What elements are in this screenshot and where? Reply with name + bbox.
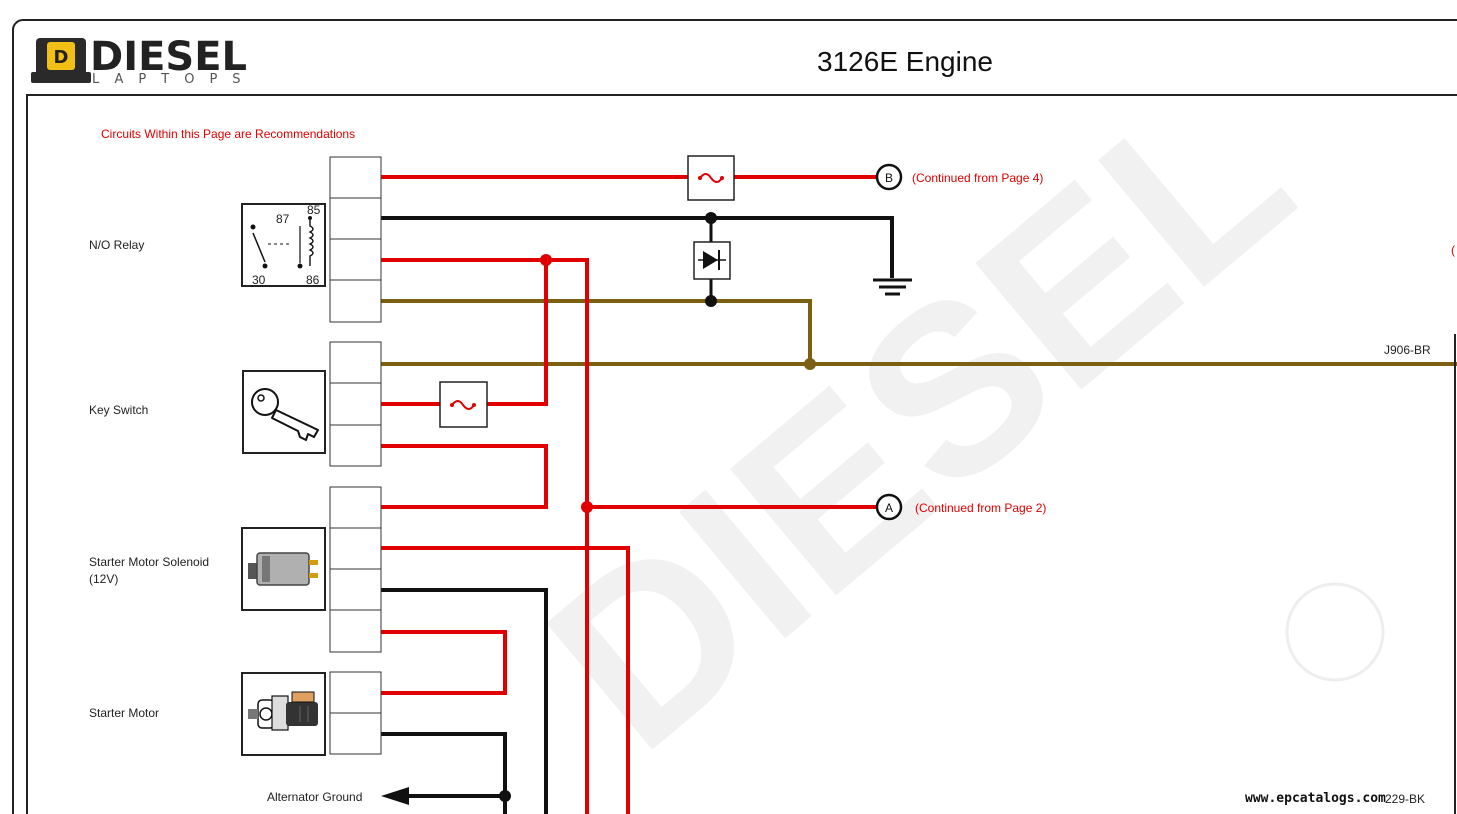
relay-pin-30: 30 <box>252 273 266 287</box>
ground-icon <box>873 278 912 296</box>
label-solenoid: Starter Motor Solenoid <box>89 555 209 569</box>
connector-b-note: (Continued from Page 4) <box>912 171 1043 185</box>
relay-pin-85: 85 <box>307 203 321 217</box>
starter-motor-icon <box>241 672 326 756</box>
wire-red-solenoid-out <box>381 546 630 814</box>
wire-label-j906: J906-BR <box>1384 343 1431 357</box>
terminal-block-starter <box>329 671 382 755</box>
diesel-laptops-logo: D DIESEL LAPTOPS <box>31 34 256 87</box>
wire-black-starter <box>381 732 507 814</box>
relay-icon: 87 85 30 86 <box>241 203 326 287</box>
wire-label-bottom-right: 229-BK <box>1385 792 1425 806</box>
junction-dots <box>499 212 816 802</box>
alternator-ground-arrow <box>381 787 409 805</box>
label-alternator-ground: Alternator Ground <box>267 790 362 804</box>
inner-frame <box>26 94 1457 814</box>
logo-main: DIESEL <box>90 34 247 80</box>
background-watermark: DIESEL <box>501 37 1385 799</box>
connector-a-note: (Continued from Page 2) <box>915 501 1046 515</box>
wire-red-relay-86 <box>381 258 589 814</box>
logo-badge: D <box>54 47 69 68</box>
label-starter-motor: Starter Motor <box>89 706 159 720</box>
terminal-block-solenoid <box>329 486 382 653</box>
wire-black-solenoid <box>381 588 548 814</box>
site-watermark: www.epcatalogs.com <box>1245 791 1386 806</box>
relay-pin-86: 86 <box>306 273 320 287</box>
terminal-block-relay <box>329 156 382 323</box>
fuse-icon <box>687 155 735 201</box>
recommendation-note: Circuits Within this Page are Recommenda… <box>101 127 355 141</box>
wire-black-ground <box>381 216 894 278</box>
label-solenoid-voltage: (12V) <box>89 572 118 586</box>
wire-red-key-solenoid <box>381 444 548 509</box>
connector-a: A <box>875 493 903 521</box>
terminal-block-key <box>329 341 382 467</box>
logo-sub: LAPTOPS <box>92 72 256 87</box>
svg-text:A: A <box>885 501 893 515</box>
outer-frame <box>12 19 1457 814</box>
solenoid-icon <box>241 527 326 611</box>
label-key-switch: Key Switch <box>89 403 148 417</box>
relay-pin-87: 87 <box>276 212 290 226</box>
right-edge-mark: ( <box>1451 243 1455 257</box>
svg-text:B: B <box>885 171 893 185</box>
connector-b: B <box>875 163 903 191</box>
fuse-icon <box>439 381 488 428</box>
wire-red-key-fuse <box>381 260 548 406</box>
page-title: 3126E Engine <box>817 46 993 77</box>
wire-brown-relay <box>381 299 812 364</box>
key-icon <box>242 370 326 454</box>
wire-red-starter <box>381 630 507 695</box>
label-relay: N/O Relay <box>89 238 144 252</box>
svg-text:DIESEL: DIESEL <box>501 37 1337 799</box>
diode-icon <box>693 241 731 280</box>
